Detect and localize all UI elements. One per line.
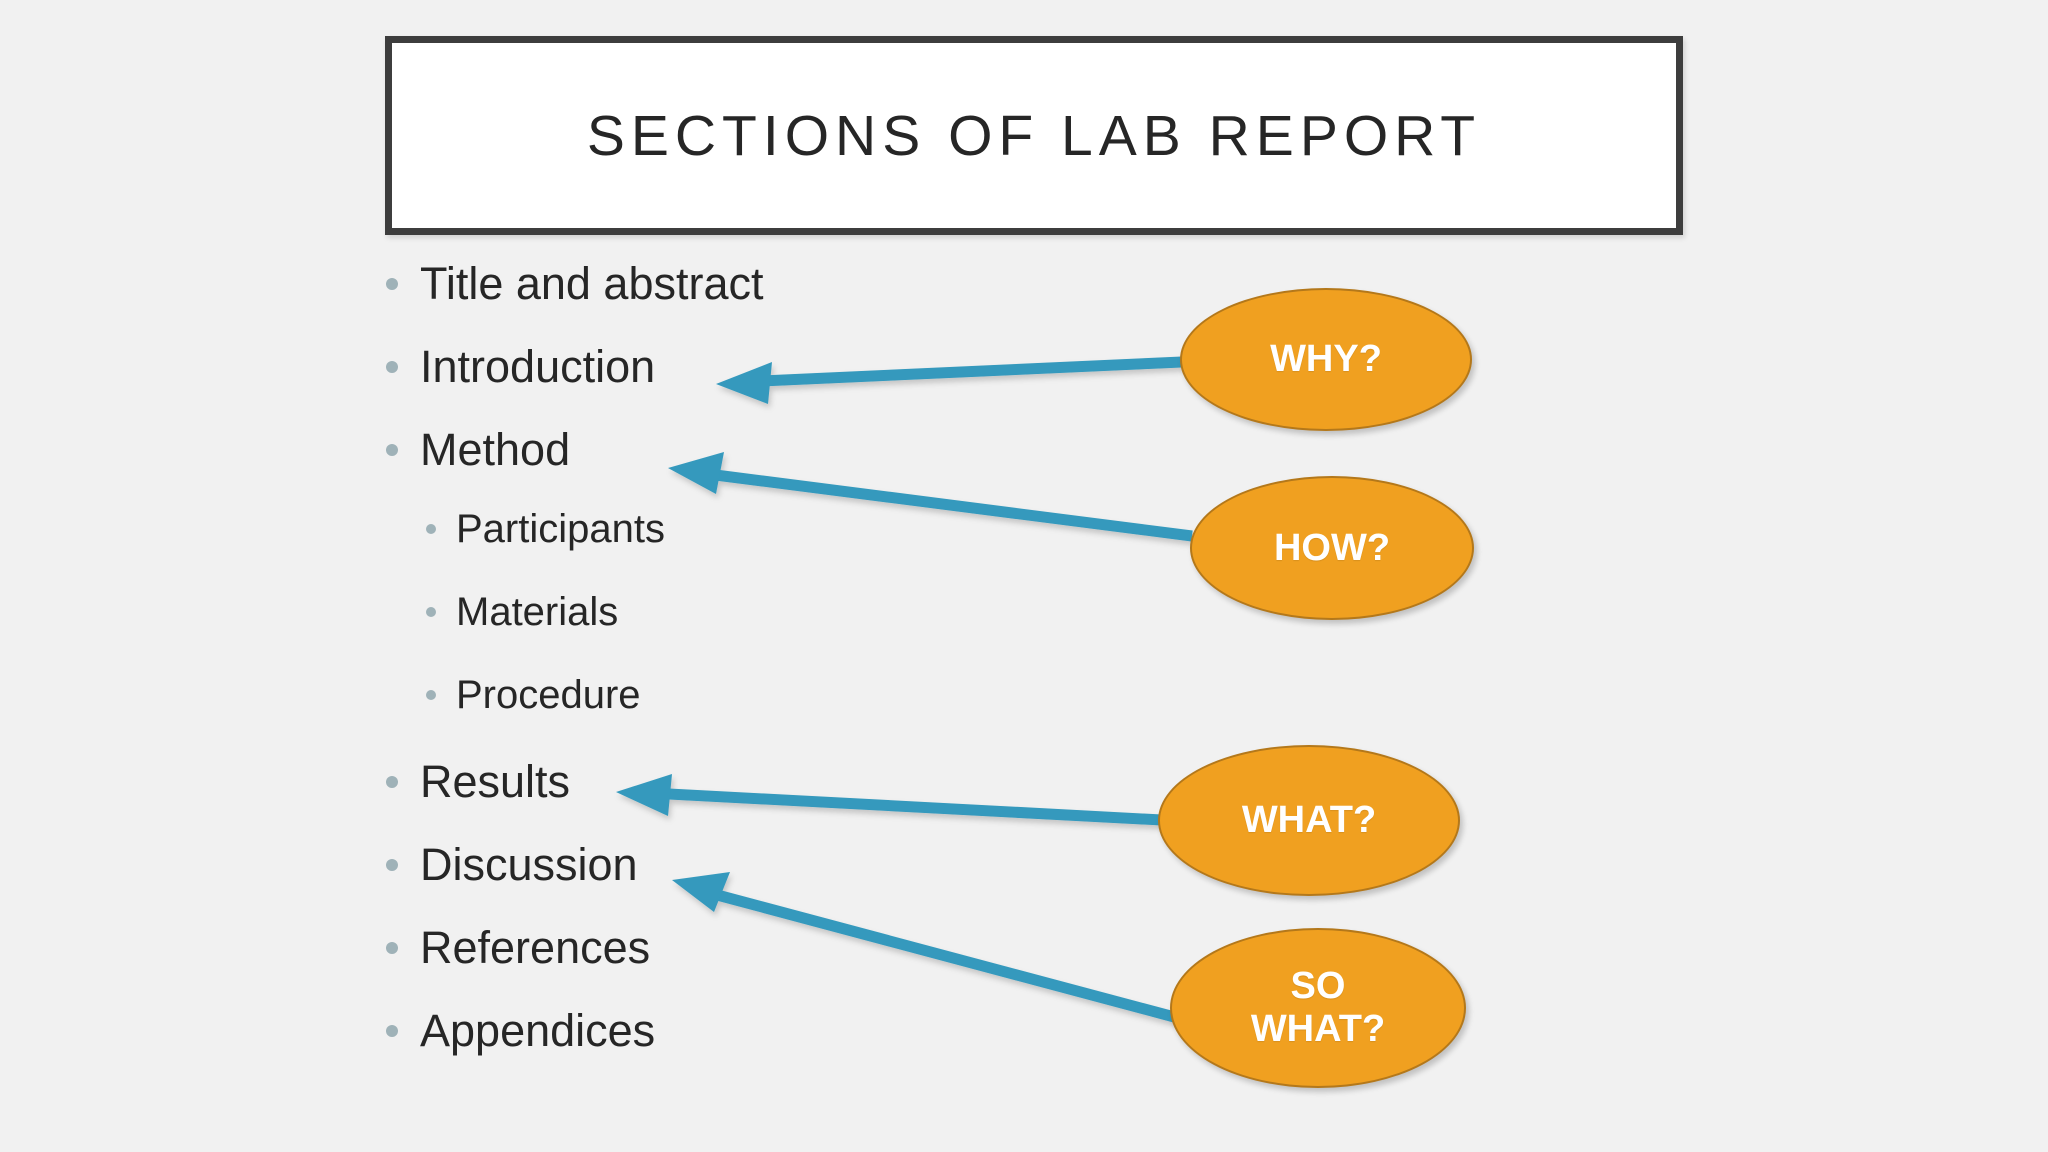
callout-label: SO WHAT? (1250, 965, 1386, 1050)
bullet-dot-icon (386, 278, 398, 290)
title-box: SECTIONS OF LAB REPORT (385, 36, 1683, 235)
list-item-participants: Participants (386, 507, 1146, 590)
bullet-dot-icon (386, 859, 398, 871)
list-item-label: Introduction (420, 341, 656, 392)
list-item-label: Appendices (420, 1005, 656, 1056)
page-title: SECTIONS OF LAB REPORT (586, 103, 1482, 168)
list-item-label: Participants (456, 507, 665, 551)
list-item-title-and-abstract: Title and abstract (386, 258, 1146, 341)
list-item-method: Method (386, 424, 1146, 507)
list-item-references: References (386, 922, 1146, 1005)
bullet-dot-icon (386, 444, 398, 456)
list-item-label: Title and abstract (420, 258, 764, 309)
list-item-label: Discussion (420, 839, 638, 890)
list-item-label: Procedure (456, 673, 641, 717)
bullet-dot-icon (386, 1025, 398, 1037)
list-item-label: Materials (456, 590, 619, 634)
bullet-dot-icon (386, 776, 398, 788)
bullet-dot-icon (426, 524, 436, 534)
list-item-label: References (420, 922, 651, 973)
bullet-dot-icon (386, 942, 398, 954)
list-item-appendices: Appendices (386, 1005, 1146, 1088)
list-item-label: Results (420, 756, 571, 807)
callout-what[interactable]: WHAT? (1158, 745, 1460, 896)
callout-how[interactable]: HOW? (1190, 476, 1474, 620)
list-item-procedure: Procedure (386, 673, 1146, 756)
callout-why[interactable]: WHY? (1180, 288, 1472, 431)
list-item-results: Results (386, 756, 1146, 839)
callout-label: HOW? (1273, 526, 1391, 569)
callout-so-what[interactable]: SO WHAT? (1170, 928, 1466, 1088)
outline-list: Title and abstract Introduction Method P… (386, 258, 1146, 1088)
list-item-introduction: Introduction (386, 341, 1146, 424)
bullet-dot-icon (426, 607, 436, 617)
list-item-materials: Materials (386, 590, 1146, 673)
callout-label: WHAT? (1241, 799, 1377, 842)
list-item-discussion: Discussion (386, 839, 1146, 922)
list-item-label: Method (420, 424, 571, 475)
callout-label: WHY? (1270, 338, 1382, 381)
bullet-dot-icon (426, 690, 436, 700)
bullet-dot-icon (386, 361, 398, 373)
